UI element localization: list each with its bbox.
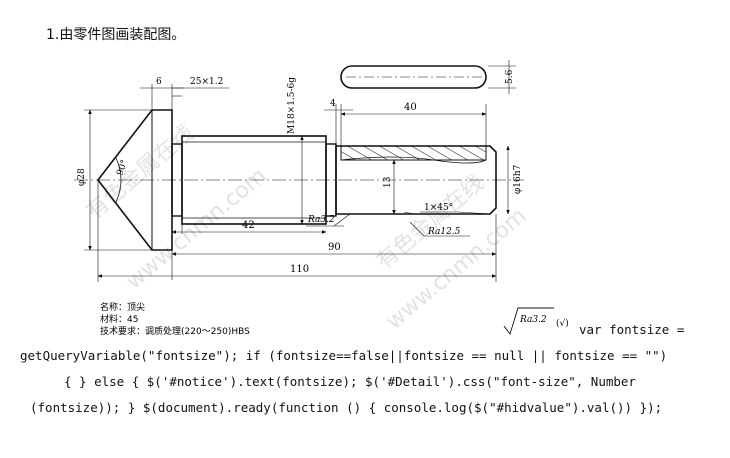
keyway-view xyxy=(340,65,487,89)
svg-text:Ra3.2: Ra3.2 xyxy=(307,215,335,225)
code-line: var fontsize = xyxy=(579,322,685,337)
svg-text:φ28: φ28 xyxy=(77,168,87,186)
shaft xyxy=(335,145,497,215)
svg-text:4: 4 xyxy=(330,99,336,109)
part-drawing: 有色金属在线 www.cnmn.com 有色金属在线 www.cnmn.com … xyxy=(74,60,569,337)
svg-text:Ra12.5: Ra12.5 xyxy=(427,227,461,237)
svg-text:技术要求：调质处理(220～250)HBS: 技术要求：调质处理(220～250)HBS xyxy=(100,325,250,337)
page-title: 1.由零件图画装配图。 xyxy=(46,27,186,43)
svg-text:(√): (√) xyxy=(556,318,569,329)
svg-text:1×45°: 1×45° xyxy=(424,203,453,213)
svg-text:6: 6 xyxy=(156,77,162,87)
svg-text:40: 40 xyxy=(404,102,417,113)
svg-text:110: 110 xyxy=(290,264,309,275)
svg-text:φ16h7: φ16h7 xyxy=(513,164,523,194)
svg-text:13: 13 xyxy=(383,176,393,188)
svg-text:Ra3.2: Ra3.2 xyxy=(519,315,547,325)
svg-text:42: 42 xyxy=(242,220,255,231)
code-line: (fontsize)); } $(document).ready(functio… xyxy=(30,400,663,415)
code-line: { } else { $('#notice').text(fontsize); … xyxy=(64,374,636,389)
svg-text:M18×1.5-6g: M18×1.5-6g xyxy=(287,77,297,134)
svg-text:www.cnmn.com: www.cnmn.com xyxy=(382,203,532,334)
svg-text:5.6: 5.6 xyxy=(505,69,515,84)
svg-text:90: 90 xyxy=(328,242,341,253)
svg-text:材料：45: 材料：45 xyxy=(100,313,138,325)
code-line: getQueryVariable("fontsize"); if (fontsi… xyxy=(20,348,668,363)
svg-text:25×1.2: 25×1.2 xyxy=(190,77,223,87)
svg-text:名称：顶尖: 名称：顶尖 xyxy=(100,301,145,313)
